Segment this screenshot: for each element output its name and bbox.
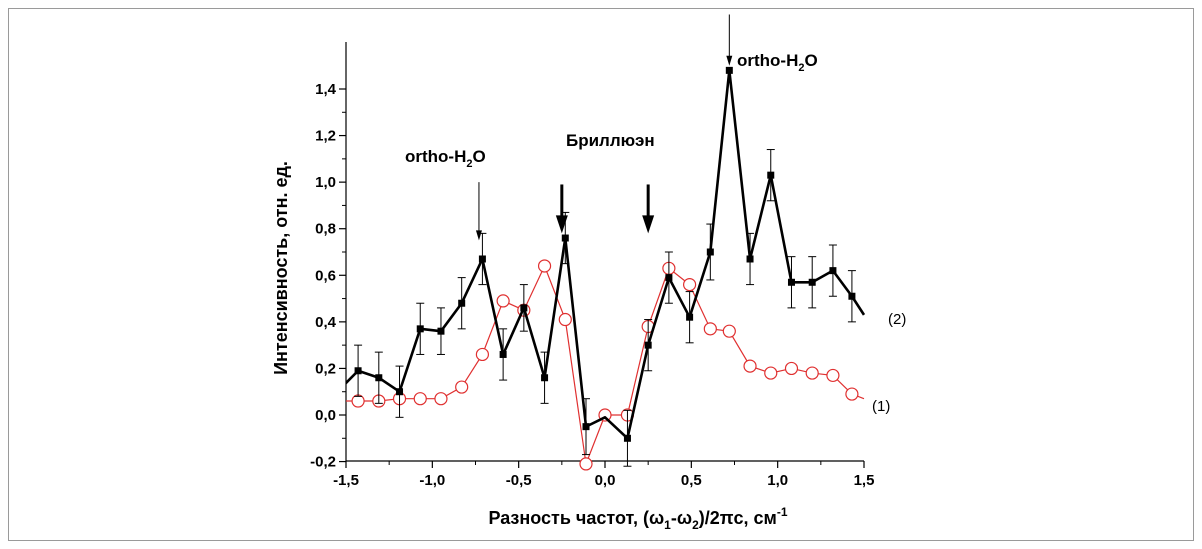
annotation-brillouin: Бриллюэн — [566, 131, 655, 150]
x-axis-label-sub2: 2 — [692, 518, 699, 532]
x-tick-label: 1,5 — [854, 472, 875, 489]
series-2-point — [354, 367, 362, 375]
series-2-point — [829, 267, 837, 275]
series-2-point — [499, 350, 507, 358]
y-tick-label: -0,2 — [310, 454, 336, 471]
series-2-point — [561, 234, 569, 242]
x-axis-label: Разность частот, (ω1-ω2)/2πc, см-1 — [488, 505, 787, 532]
arrow-ortho-right-head — [726, 55, 733, 66]
series-1-point — [537, 259, 552, 273]
series-2-point — [706, 248, 714, 256]
y-tick-label: 0,8 — [315, 221, 336, 238]
series-1-point — [683, 278, 697, 292]
series-1-point — [743, 359, 757, 373]
series-1-point — [455, 380, 469, 394]
series-1-point — [764, 366, 778, 380]
series-1-line — [346, 264, 865, 465]
series-1-point — [434, 392, 448, 406]
series-1-point — [558, 312, 572, 327]
y-tick-label: 1,0 — [315, 174, 336, 191]
annotation-ortho-left-base: ortho-H — [405, 147, 466, 166]
series-2-point — [725, 66, 733, 74]
series-2-point — [437, 327, 445, 335]
series-2-point — [623, 434, 631, 442]
series-label-2: (2) — [888, 311, 906, 328]
chart-frame — [8, 8, 1194, 541]
series-2-point — [375, 374, 383, 382]
annotations-layer — [475, 14, 733, 241]
x-tick-label: -0,5 — [506, 472, 532, 489]
x-tick-label: -1,5 — [333, 472, 359, 489]
plot-area: -1,5 -1,0 -0,5 0,0 0,5 1,0 1,5 -0,2 0,0 0,2 0,4 0,6… — [310, 42, 874, 489]
annotation-ortho-left-tail: O — [473, 147, 486, 166]
x-tick-label: 0,5 — [681, 472, 702, 489]
x-axis-label-sub1: 1 — [664, 518, 671, 532]
arrow-brillouin-1-head — [555, 215, 568, 234]
annotation-ortho-left: ortho-H2O — [405, 147, 486, 170]
y-tick-label: 1,2 — [315, 128, 336, 145]
series-2-point — [644, 341, 652, 349]
series-1-point — [413, 392, 427, 406]
x-axis-label-sup: -1 — [777, 505, 788, 519]
annotation-ortho-right-tail: O — [805, 51, 818, 70]
series-2-point — [416, 325, 424, 333]
series-layer — [346, 66, 866, 471]
series-1-point — [805, 366, 819, 380]
series-2-point — [478, 255, 486, 263]
arrow-brillouin-2-head — [642, 215, 655, 234]
series-2-point — [458, 299, 466, 307]
x-axis-label-tail: )/2πc, см — [699, 508, 777, 528]
series-1-point — [722, 324, 736, 338]
series-2-point — [746, 255, 754, 263]
series-1-point — [579, 457, 593, 471]
x-axis-label-main: Разность частот, (ω — [488, 508, 664, 528]
series-1-point — [826, 368, 840, 383]
series-2-point — [665, 274, 673, 282]
series-2-point — [396, 388, 404, 396]
series-2-point — [767, 171, 775, 179]
y-tick-label: 1,4 — [315, 81, 337, 98]
y-tick-label: 0,2 — [315, 360, 336, 377]
series-2-line — [346, 69, 866, 440]
y-tick-label: 0,0 — [315, 407, 336, 424]
series-2-point — [787, 278, 795, 286]
series-1-point — [496, 294, 510, 308]
series-2-point — [582, 423, 590, 431]
y-axis-label: Интенсивность, отн. ед. — [271, 161, 291, 375]
series-2-point — [541, 374, 549, 382]
series-1-point — [845, 387, 859, 401]
x-tick-label: -1,0 — [419, 472, 445, 489]
y-tick-label: 0,6 — [315, 267, 336, 284]
y-tick-label: 0,4 — [315, 314, 337, 331]
series-2-point — [686, 313, 694, 321]
series-2-point — [520, 304, 528, 312]
annotation-ortho-left-sub: 2 — [466, 158, 472, 170]
series-label-1: (1) — [872, 398, 890, 415]
series-1-point — [784, 361, 799, 376]
arrow-ortho-left-head — [475, 230, 482, 241]
x-tick-label: 1,0 — [767, 472, 788, 489]
annotation-ortho-right-base: ortho-H — [737, 51, 798, 70]
series-2-point — [808, 278, 816, 286]
x-axis-label-mid: -ω — [671, 508, 692, 528]
annotation-ortho-right: ortho-H2O — [737, 51, 818, 74]
series-2-point — [848, 292, 856, 300]
series-1-point — [475, 347, 490, 362]
series-1-point — [703, 322, 717, 336]
annotation-ortho-right-sub: 2 — [798, 62, 804, 74]
x-tick-label: 0,0 — [595, 472, 616, 489]
